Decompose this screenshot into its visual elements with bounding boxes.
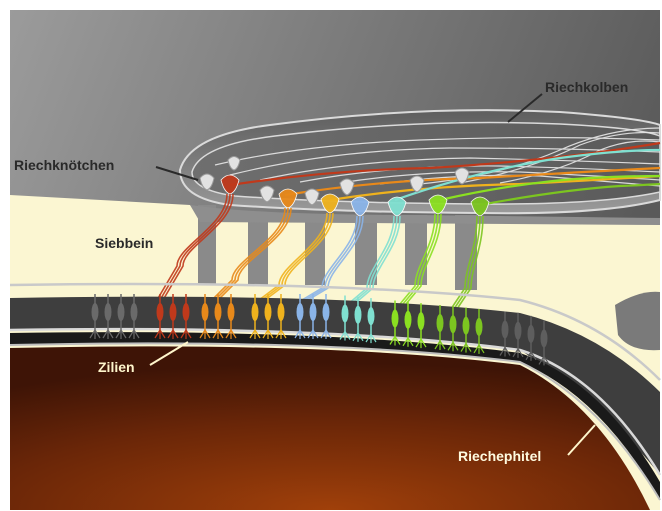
cilia-label: Zilien: [98, 359, 135, 375]
ethmoid-bone-label: Siebbein: [95, 235, 153, 251]
olfactory-bulb-label: Riechkolben: [545, 79, 628, 95]
glomeruli-label: Riechknötchen: [14, 157, 114, 173]
olfactory-epithelium-label: Riechephitel: [458, 448, 541, 464]
